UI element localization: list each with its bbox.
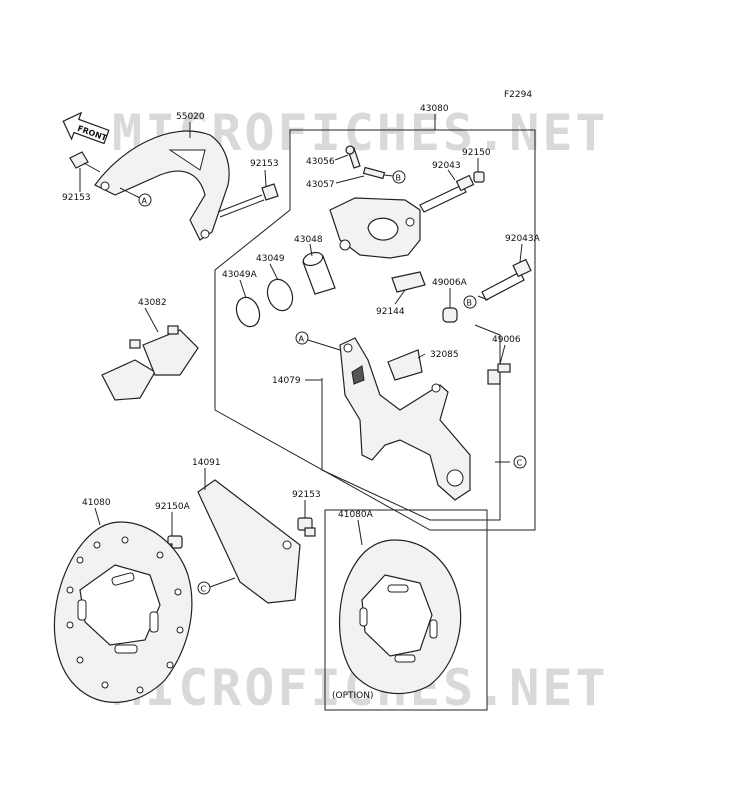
caliper-body-43080 [329, 197, 421, 259]
disc-guard-14091 [197, 479, 301, 604]
ref-circle-a-mid: A [295, 331, 309, 345]
ref-circle-a-top: A [138, 193, 152, 207]
svg-text:C: C [517, 459, 523, 468]
bracket-outline-14079 [321, 324, 501, 521]
option-box [324, 509, 488, 711]
cap-43057 [362, 166, 386, 180]
seal-43049A [235, 296, 261, 328]
bolt-92153-top [217, 183, 279, 218]
bracket-14079 [339, 337, 471, 501]
brake-disc-41080 [53, 521, 193, 703]
bleeder-43056 [345, 145, 361, 169]
ref-circle-b-right: B [463, 295, 477, 309]
part-label-43048: 43048 [294, 235, 323, 245]
part-label-92043: 92043 [432, 161, 461, 171]
svg-text:B: B [467, 299, 473, 308]
leader-lines [79, 114, 523, 588]
pin-92043 [419, 174, 475, 213]
part-label-92043A: 92043A [505, 234, 541, 244]
part-label-14091: 14091 [192, 458, 221, 468]
part-label-49006: 49006 [492, 335, 521, 345]
boot-49006A [442, 307, 458, 323]
piston-43048 [302, 251, 336, 295]
bolt-49006 [487, 363, 511, 385]
spring-92144 [391, 271, 426, 293]
brake-pads-43082 [101, 325, 199, 401]
ref-circle-c-right: C [513, 455, 527, 469]
svg-text:B: B [396, 174, 402, 183]
part-label-49006A: 49006A [432, 278, 468, 288]
part-label-92150: 92150 [462, 148, 491, 158]
part-label-32085: 32085 [430, 350, 459, 360]
brake-disc-41080A [338, 539, 462, 695]
plug-92150 [473, 171, 485, 183]
seal-43049 [266, 278, 294, 312]
pad-spring-32085 [387, 349, 423, 381]
diagram-code: F2294 [504, 90, 532, 100]
part-label-43057: 43057 [306, 180, 335, 190]
pin-92043A [481, 258, 532, 301]
ref-circle-b-top: B [392, 170, 406, 184]
option-label: (OPTION) [332, 691, 374, 701]
svg-text:A: A [142, 197, 148, 206]
part-label-43049A: 43049A [222, 270, 258, 280]
part-label-92150A: 92150A [155, 502, 191, 512]
part-label-43056: 43056 [306, 157, 335, 167]
svg-text:A: A [299, 335, 305, 344]
front-arrow-icon: FRONT [62, 111, 110, 145]
bolt-92153-left [69, 151, 101, 173]
part-label-43049: 43049 [256, 254, 285, 264]
part-label-43082: 43082 [138, 298, 167, 308]
bolt-92153-low [297, 517, 316, 537]
part-label-14079: 14079 [272, 376, 301, 386]
part-label-43080: 43080 [420, 104, 449, 114]
part-label-92153-top: 92153 [250, 159, 279, 169]
chain-guard-55020 [94, 130, 230, 241]
part-label-92153-low: 92153 [292, 490, 321, 500]
part-label-41080A: 41080A [338, 510, 374, 520]
svg-text:C: C [201, 585, 207, 594]
part-label-41080: 41080 [82, 498, 111, 508]
ref-circle-c-left: C [197, 581, 211, 595]
part-label-55020: 55020 [176, 112, 205, 122]
part-label-92144: 92144 [376, 307, 405, 317]
part-label-92153-left: 92153 [62, 193, 91, 203]
